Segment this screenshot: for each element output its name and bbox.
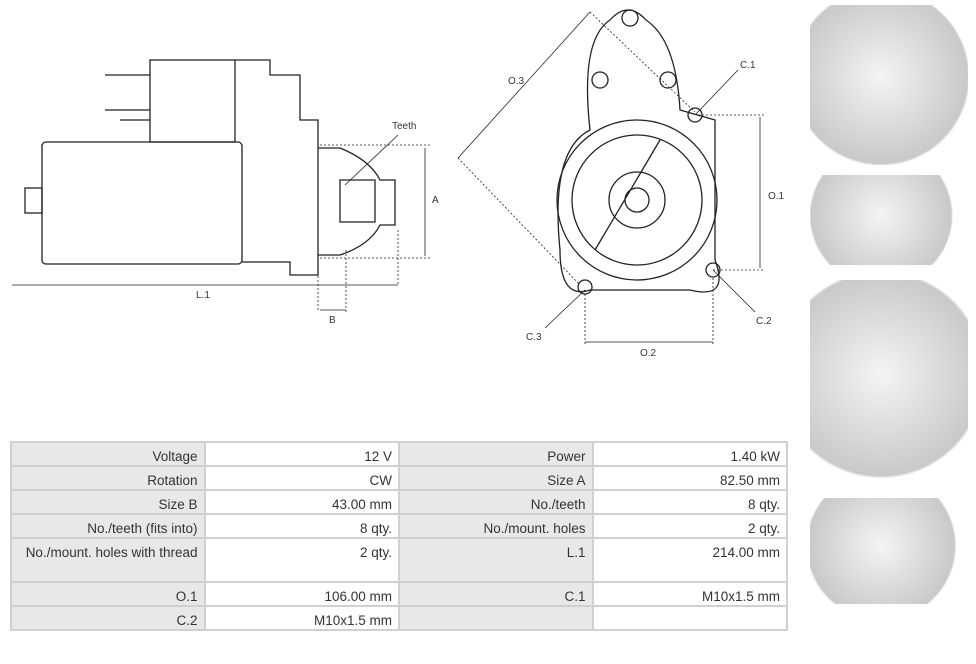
spec-label: No./mount. holes with thread	[10, 537, 206, 583]
spec-value: 2 qty.	[203, 537, 400, 583]
label-c2: C.2	[756, 316, 772, 327]
label-teeth: Teeth	[392, 121, 416, 132]
spec-label: Size A	[397, 465, 594, 491]
spec-value: 2 qty.	[591, 513, 789, 539]
spec-label: Size B	[10, 489, 206, 515]
spec-label	[397, 605, 594, 631]
product-photo-side-2[interactable]	[810, 498, 968, 604]
spec-label: Power	[397, 441, 594, 467]
spec-value: 82.50 mm	[591, 465, 789, 491]
spec-value	[591, 605, 789, 631]
spec-label: No./teeth (fits into)	[10, 513, 206, 539]
spec-label: Rotation	[10, 465, 206, 491]
label-o3: O.3	[508, 76, 525, 87]
spec-value: 12 V	[203, 441, 400, 467]
label-c1: C.1	[740, 60, 756, 71]
spec-value: CW	[203, 465, 400, 491]
spec-value: 1.40 kW	[591, 441, 789, 467]
spec-value: M10x1.5 mm	[591, 581, 789, 607]
spec-label: L.1	[397, 537, 594, 583]
label-c3: C.3	[526, 332, 542, 343]
side-view-drawing: Teeth A B L.1	[12, 59, 439, 326]
spec-value: 43.00 mm	[203, 489, 400, 515]
product-photo-side[interactable]	[810, 175, 968, 265]
product-photo-front[interactable]	[810, 5, 968, 165]
spec-label: Voltage	[10, 441, 206, 467]
spec-value: 106.00 mm	[203, 581, 400, 607]
label-o1: O.1	[768, 191, 785, 202]
spec-label: C.2	[10, 605, 206, 631]
spec-label: C.1	[397, 581, 594, 607]
spec-value: 8 qty.	[591, 489, 789, 515]
label-a: A	[432, 195, 439, 206]
spec-value: 214.00 mm	[591, 537, 789, 583]
spec-label: O.1	[10, 581, 206, 607]
spec-value: M10x1.5 mm	[203, 605, 400, 631]
product-photo-rear[interactable]	[810, 280, 968, 490]
label-b: B	[329, 315, 336, 326]
spec-label: No./teeth	[397, 489, 594, 515]
front-view-drawing: O.1 O.2 O.3 C.1 C.2 C.3	[457, 9, 785, 359]
spec-value: 8 qty.	[203, 513, 400, 539]
label-l1: L.1	[196, 290, 210, 301]
spec-row: No./teeth (fits into)8 qty.No./mount. ho…	[10, 513, 789, 539]
spec-label: No./mount. holes	[397, 513, 594, 539]
label-o2: O.2	[640, 348, 657, 359]
